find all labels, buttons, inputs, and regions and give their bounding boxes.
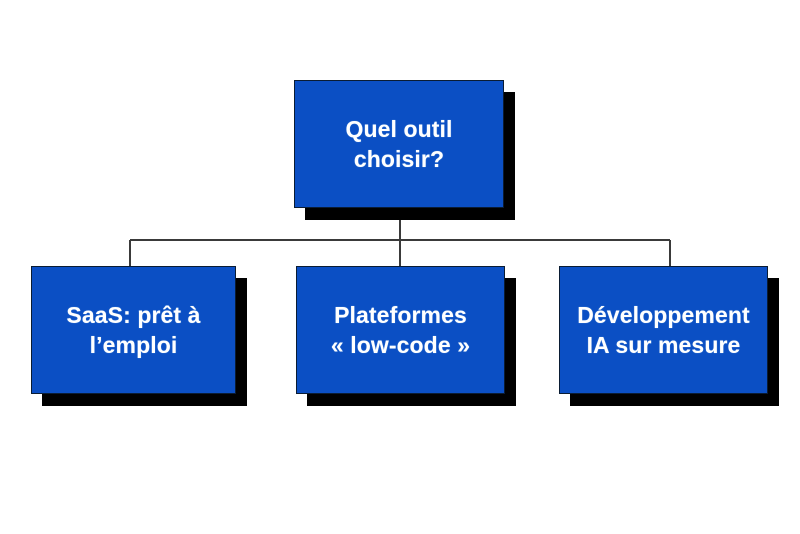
child-node-developpement-ia-sur-mesure[interactable]: Développement IA sur mesure (559, 266, 768, 394)
root-node-quel-outil-choisir[interactable]: Quel outil choisir? (294, 80, 504, 208)
child-node-saas-label: SaaS: prêt à l’emploi (66, 301, 201, 358)
child-node-saas[interactable]: SaaS: prêt à l’emploi (31, 266, 236, 394)
root-node-label: Quel outil choisir? (345, 115, 453, 172)
child-node-plateformes-low-code[interactable]: Plateformes « low-code » (296, 266, 505, 394)
child-node-plateformes-label: Plateformes « low-code » (330, 301, 471, 358)
child-node-developpement-ia-label: Développement IA sur mesure (577, 301, 750, 358)
